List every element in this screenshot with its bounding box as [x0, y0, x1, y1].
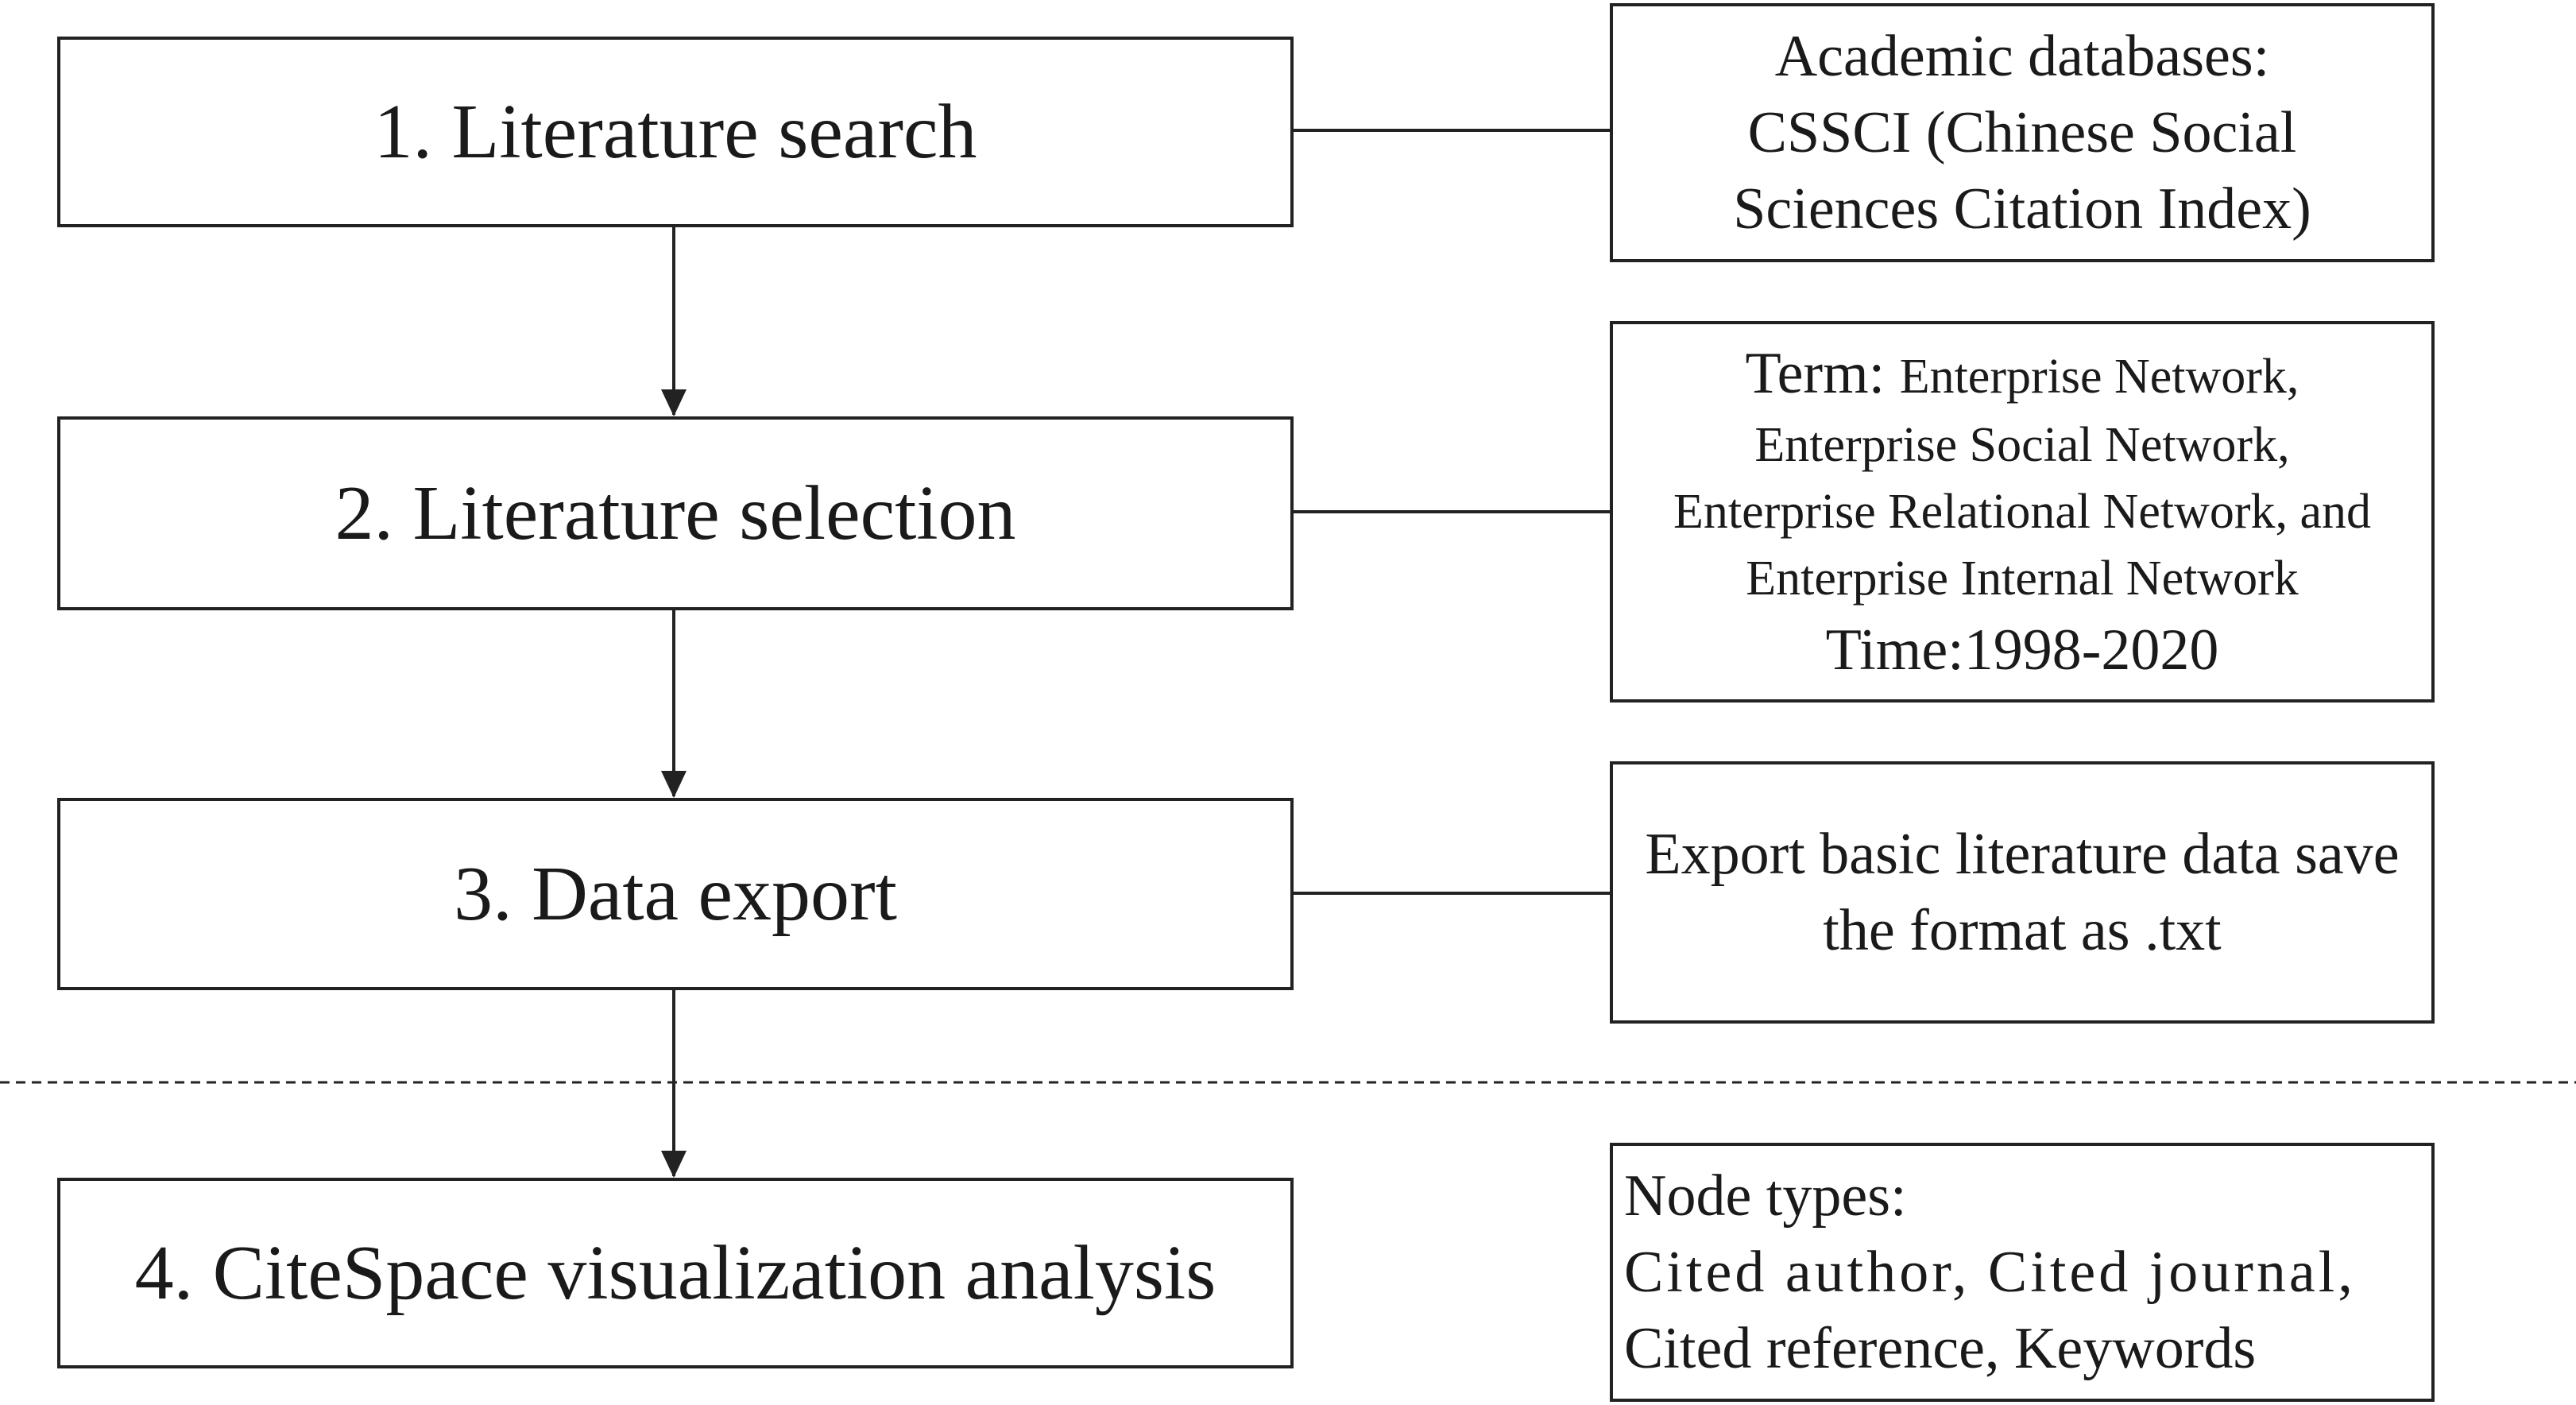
- note-term-line: Term: Enterprise Network,: [1746, 335, 2299, 412]
- note-box-search-terms: Term: Enterprise Network, Enterprise Soc…: [1610, 321, 2435, 702]
- note-line: Enterprise Internal Network: [1746, 552, 2299, 606]
- note-line: Enterprise Social Network,: [1754, 418, 2290, 472]
- note-line: Cited reference, Keywords: [1624, 1316, 2257, 1381]
- arrowhead-step2: [661, 389, 687, 416]
- step-box-data-export: 3. Data export: [57, 798, 1294, 990]
- note-box-node-types: Node types: Cited author, Cited journal,…: [1610, 1143, 2435, 1402]
- note-line: Academic databases:: [1774, 24, 2270, 89]
- step-box-literature-selection: 2. Literature selection: [57, 416, 1294, 610]
- note-box-databases: Academic databases: CSSCI (Chinese Socia…: [1610, 3, 2435, 262]
- arrowhead-step4: [661, 1151, 687, 1178]
- note-line: Node types:: [1624, 1163, 1907, 1229]
- step-label: 2. Literature selection: [335, 470, 1016, 556]
- note-line: Export basic literature data save: [1645, 822, 2400, 887]
- step-box-literature-search: 1. Literature search: [57, 37, 1294, 227]
- note-box-export-format: Export basic literature data save the fo…: [1610, 761, 2435, 1024]
- step-label: 4. CiteSpace visualization analysis: [134, 1230, 1216, 1316]
- note-line: Sciences Citation Index): [1733, 176, 2311, 242]
- term-value: Enterprise Network,: [1899, 350, 2299, 404]
- note-line: Cited author, Cited journal,: [1624, 1240, 2356, 1305]
- note-line: Enterprise Relational Network, and: [1673, 485, 2372, 539]
- arrowhead-step3: [661, 771, 687, 798]
- step-box-citespace-analysis: 4. CiteSpace visualization analysis: [57, 1178, 1294, 1368]
- term-label: Term:: [1745, 341, 1900, 406]
- note-line: the format as .txt: [1823, 898, 2222, 963]
- note-line: CSSCI (Chinese Social: [1747, 100, 2297, 165]
- step-label: 1. Literature search: [373, 89, 977, 175]
- note-time-range: Time:1998-2020: [1825, 617, 2219, 683]
- step-label: 3. Data export: [454, 851, 897, 937]
